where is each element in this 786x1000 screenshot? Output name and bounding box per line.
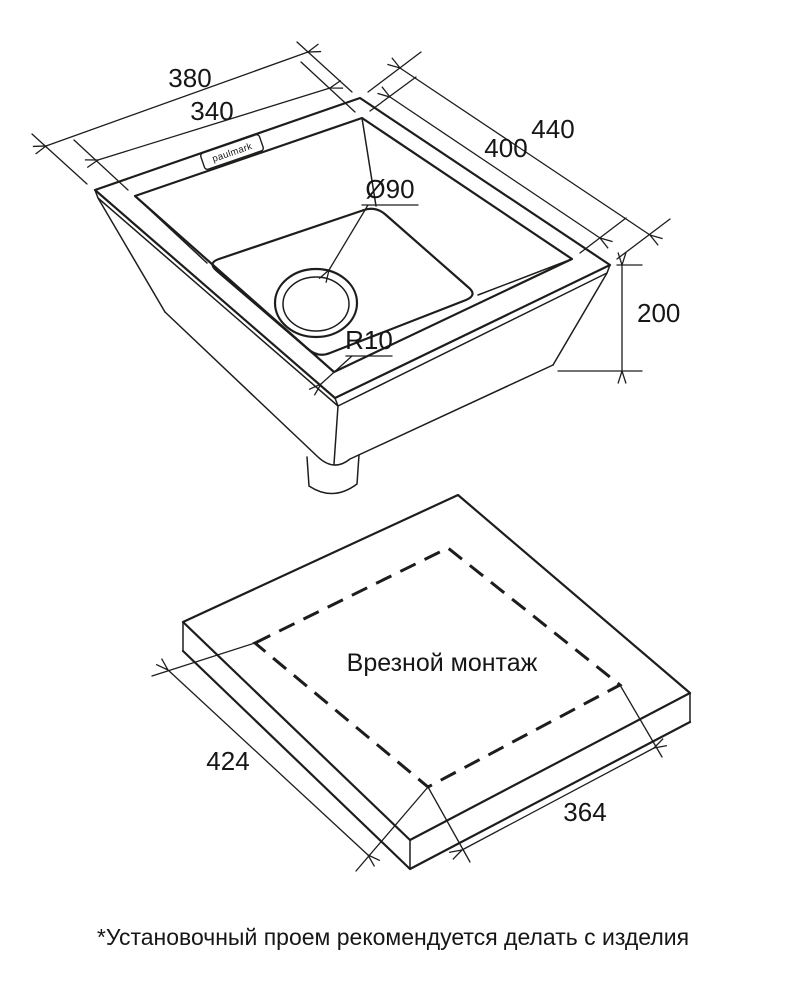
- bowl-bottom: [211, 207, 474, 356]
- dimension-line-cutout-depth: [462, 748, 654, 850]
- radius-leader-line: [321, 355, 353, 384]
- dimension-line-inner-depth: [390, 97, 600, 238]
- dim-outer-depth-label: 440: [531, 114, 574, 144]
- dim-outer-width-label: 380: [168, 63, 211, 93]
- extension-line: [369, 76, 417, 112]
- footnote-text: *Установочный проем рекомендуется делать…: [97, 924, 689, 950]
- dim-cutout-width-label: 424: [206, 746, 249, 776]
- dimension-line-inner-width: [98, 88, 330, 160]
- extension-line: [73, 139, 129, 191]
- drain-circle: [273, 267, 359, 339]
- bowl-corner-seam-front: [317, 357, 335, 373]
- dim-inner-depth-label: 400: [484, 133, 527, 163]
- dimension-line-cutout-width: [168, 670, 368, 855]
- bowl-corner-seam-left: [134, 195, 208, 264]
- dim-bowl-height-label: 200: [637, 298, 680, 328]
- extension-line: [579, 217, 627, 254]
- brand-plate: paulmark: [200, 133, 264, 171]
- mount-type-label: Врезной монтаж: [347, 649, 538, 677]
- sink-base-edge: [164, 311, 554, 466]
- dim-drain-diameter-label: Ø90: [365, 174, 414, 204]
- drain-inner-circle: [282, 276, 350, 332]
- extension-line: [616, 218, 671, 260]
- drain-leader-line: [329, 204, 369, 270]
- dim-inner-width-label: 340: [190, 96, 233, 126]
- extension-line: [367, 51, 422, 93]
- sink-dimensions: 380 340 440 400 Ø90 R10 200: [31, 41, 680, 384]
- cutout-view: Врезной монтаж 424 364: [151, 493, 692, 872]
- sink-body-edge-front: [333, 405, 339, 465]
- sink-base-foot: [306, 454, 360, 495]
- dim-cutout-depth-label: 364: [563, 797, 606, 827]
- sink-body-edge-right: [552, 272, 608, 366]
- sink-rim-lip-tick: [334, 397, 339, 407]
- bowl-corner-seam-right: [477, 258, 573, 296]
- dim-corner-radius-label: R10: [345, 325, 393, 355]
- sink-body-edge-left: [97, 197, 166, 313]
- bowl-corner-seam-back: [361, 117, 377, 207]
